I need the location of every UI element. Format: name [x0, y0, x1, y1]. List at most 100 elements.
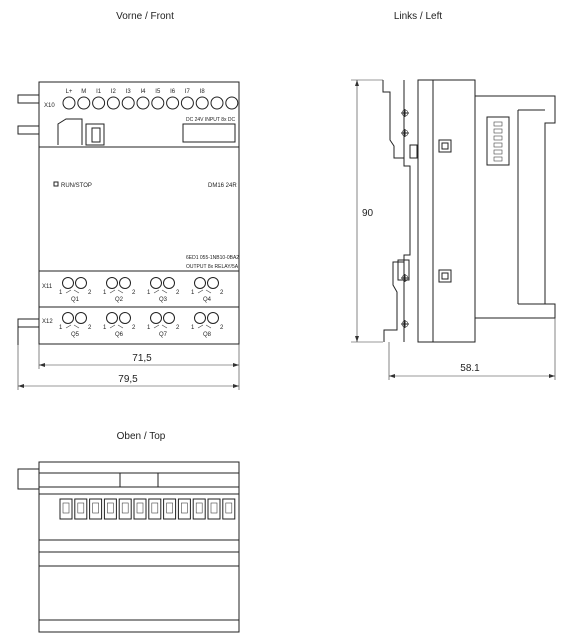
x12-contact-symbol-0: [65, 324, 80, 329]
terminal-screw-5: [136, 96, 150, 110]
x12-contact-symbol-2: [153, 324, 168, 329]
x11-pin2-label-2: 2: [176, 290, 180, 296]
top-terminal-slot-inner-10: [210, 502, 218, 514]
top-terminal-slot-inner-4: [121, 502, 129, 514]
order-number: 6ED1 055-1NB10-0BA2: [186, 255, 239, 261]
x11-pin1-3: [194, 277, 206, 289]
top-terminal-slot-2: [89, 498, 103, 520]
x12-contact-symbol-1: [109, 324, 124, 329]
x12-pin2-label-2: 2: [176, 325, 180, 331]
screw-head-1: [401, 129, 409, 137]
terminal-screw-1: [77, 96, 91, 110]
top-terminal-slot-inner-5: [136, 502, 144, 514]
x12-pin1-3: [194, 312, 206, 324]
x12-pin1-label-2: 1: [147, 325, 151, 331]
x12-pin1-label-3: 1: [191, 325, 195, 331]
x11-pin1-label-1: 1: [103, 290, 107, 296]
x12-pin2-1: [119, 312, 131, 324]
x11-pin1-label-0: 1: [59, 290, 63, 296]
connector-x11-label: X11: [42, 284, 53, 290]
model-label: DM16 24R: [208, 183, 237, 189]
top-terminal-slot-11: [222, 498, 236, 520]
run-stop-label: RUN/STOP: [61, 183, 92, 189]
connector-pin-4: [493, 149, 503, 155]
top-terminal-slot-inner-0: [62, 502, 70, 514]
top-terminal-slot-inner-11: [225, 502, 233, 514]
x11-output-label-1: Q2: [115, 297, 124, 303]
side-connector: [486, 116, 510, 166]
output-spec-label: OUTPUT 8x RELAY/5A: [186, 264, 239, 270]
terminal-screw-extra-0: [210, 96, 224, 110]
top-body: [38, 461, 240, 633]
terminal-screw-7: [166, 96, 180, 110]
terminal-screw-9: [195, 96, 209, 110]
din-clip-top-view: [17, 468, 40, 490]
x12-pin2-label-0: 2: [88, 325, 92, 331]
top-terminal-slot-7: [163, 498, 177, 520]
screw-head-0: [401, 109, 409, 117]
din-rail-profile: [382, 80, 411, 342]
top-terminal-slot-3: [103, 498, 117, 520]
x11-pin2-label-1: 2: [132, 290, 136, 296]
x11-pin1-label-3: 1: [191, 290, 195, 296]
expansion-cover: [85, 123, 105, 146]
top-terminal-slot-9: [192, 498, 206, 520]
top-terminal-slot-inner-6: [151, 502, 159, 514]
x11-pin1-0: [62, 277, 74, 289]
terminal-label-4: I3: [126, 89, 132, 95]
x11-output-label-3: Q4: [203, 297, 212, 303]
connector-x10-label: X10: [44, 103, 55, 109]
x12-output-label-0: Q5: [71, 332, 80, 338]
x12-pin2-3: [207, 312, 219, 324]
top-terminal-slot-8: [177, 498, 191, 520]
top-terminal-slot-inner-1: [77, 502, 85, 514]
x12-pin1-2: [150, 312, 162, 324]
screw-head-3: [401, 320, 409, 328]
x12-contact-symbol-3: [197, 324, 212, 329]
x11-pin1-2: [150, 277, 162, 289]
x12-pin2-2: [163, 312, 175, 324]
terminal-label-7: I6: [170, 89, 176, 95]
x11-pin1-label-2: 1: [147, 290, 151, 296]
screw-symbol-3: [401, 320, 409, 328]
din-clip-mid: [17, 125, 40, 135]
connector-pin-5: [493, 156, 503, 162]
terminal-label-6: I5: [155, 89, 161, 95]
top-terminal-slot-10: [207, 498, 221, 520]
connector-pin-1: [493, 128, 503, 134]
x12-output-label-3: Q8: [203, 332, 212, 338]
connector-pin-2: [493, 135, 503, 141]
left-view-title: Links / Left: [394, 11, 443, 22]
top-terminal-slot-inner-3: [107, 502, 114, 514]
terminal-screw-6: [151, 96, 165, 110]
terminal-screw-extra-1: [225, 96, 239, 110]
x11-output-label-0: Q1: [71, 297, 80, 303]
module-body: [38, 81, 240, 345]
top-terminal-slot-6: [148, 498, 162, 520]
x11-pin2-0: [75, 277, 87, 289]
dim-depth: 58.1: [460, 363, 480, 374]
terminal-screw-8: [180, 96, 194, 110]
latch: [57, 118, 83, 145]
x11-pin2-3: [207, 277, 219, 289]
dim-outer-width: 79,5: [118, 374, 138, 385]
dim-height: 90: [362, 208, 374, 219]
top-terminal-slot-5: [133, 498, 147, 520]
terminal-screw-3: [106, 96, 120, 110]
screw-symbol-2: [401, 274, 409, 282]
x12-pin1-label-0: 1: [59, 325, 63, 331]
terminal-label-2: I1: [96, 89, 102, 95]
screw-head-2: [401, 274, 409, 282]
terminal-screw-2: [92, 96, 106, 110]
din-clip-top: [17, 94, 40, 104]
terminal-label-0: L+: [66, 89, 73, 95]
run-stop-led: [53, 181, 59, 187]
terminal-label-9: I8: [200, 89, 206, 95]
x12-pin2-0: [75, 312, 87, 324]
x12-output-label-2: Q7: [159, 332, 168, 338]
dim-inner-width: 71,5: [132, 353, 152, 364]
top-terminal-slot-4: [118, 498, 132, 520]
x11-contact-symbol-2: [153, 289, 168, 294]
x12-pin2-label-3: 2: [220, 325, 224, 331]
connector-x12-label: X12: [42, 319, 53, 325]
